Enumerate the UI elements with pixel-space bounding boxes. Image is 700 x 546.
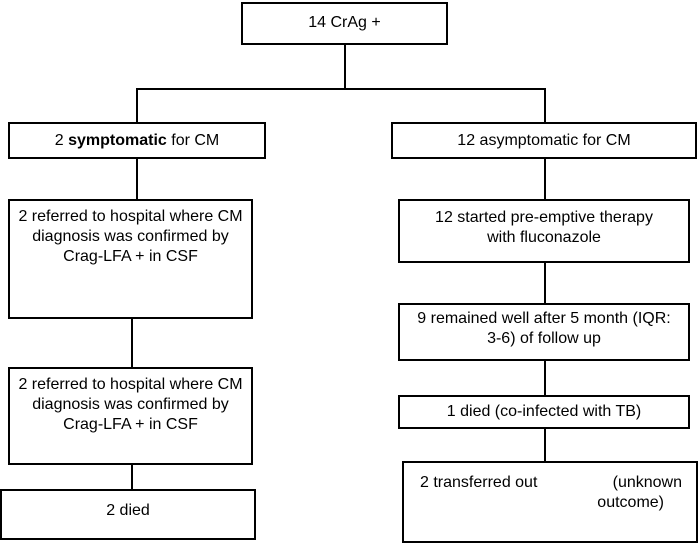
right-box4-line2-text: outcome): [597, 494, 664, 511]
connector-branch-horizontal: [136, 88, 546, 90]
left-box1-node: 2 referred to hospital where CM diagnosi…: [8, 199, 253, 319]
connector-right-box1-to-box2: [544, 262, 546, 304]
left-header-node: 2 symptomatic for CM: [8, 122, 266, 159]
root-label: 14 CrAg +: [308, 14, 381, 31]
right-box1-text: 12 started pre-emptive therapy with fluc…: [435, 209, 653, 246]
right-box3-text: 1 died (co-infected with TB): [446, 403, 642, 420]
left-box1-text: 2 referred to hospital where CM diagnosi…: [18, 208, 243, 265]
connector-left-box2-to-box3: [131, 464, 133, 490]
right-box4-left-text: 2 transferred out: [420, 474, 538, 491]
connector-right-header-to-box1: [544, 158, 546, 200]
connector-to-left-header: [136, 88, 138, 124]
right-header-text: 12 asymptomatic for CM: [457, 132, 631, 149]
right-box2-text: 9 remained well after 5 month (IQR: 3-6)…: [417, 310, 671, 347]
connector-right-box3-to-box4: [544, 428, 546, 462]
right-box4-line2: outcome): [420, 493, 682, 513]
left-box2-node: 2 referred to hospital where CM diagnosi…: [8, 367, 253, 465]
right-box2-node: 9 remained well after 5 month (IQR: 3-6)…: [398, 303, 690, 361]
connector-left-box1-to-box2: [131, 318, 133, 368]
right-box4-line1: 2 transferred out (unknown: [420, 473, 682, 493]
connector-right-box2-to-box3: [544, 360, 546, 396]
right-box4-node: 2 transferred out (unknown outcome): [402, 461, 698, 543]
connector-root-down: [344, 44, 346, 90]
left-box3-node: 2 died: [0, 489, 256, 540]
root-node: 14 CrAg +: [241, 2, 448, 45]
right-box1-node: 12 started pre-emptive therapy with fluc…: [398, 199, 690, 263]
left-header-rest: for CM: [171, 132, 220, 149]
left-header-count: 2: [54, 132, 64, 149]
connector-left-header-to-box1: [136, 158, 138, 200]
left-box2-text: 2 referred to hospital where CM diagnosi…: [18, 376, 243, 433]
right-box4-right-text: (unknown: [612, 474, 682, 491]
connector-to-right-header: [544, 88, 546, 124]
left-header-bold: symptomatic: [68, 132, 167, 149]
right-box3-node: 1 died (co-infected with TB): [398, 395, 690, 429]
right-header-node: 12 asymptomatic for CM: [391, 122, 697, 159]
left-box3-text: 2 died: [106, 502, 150, 519]
